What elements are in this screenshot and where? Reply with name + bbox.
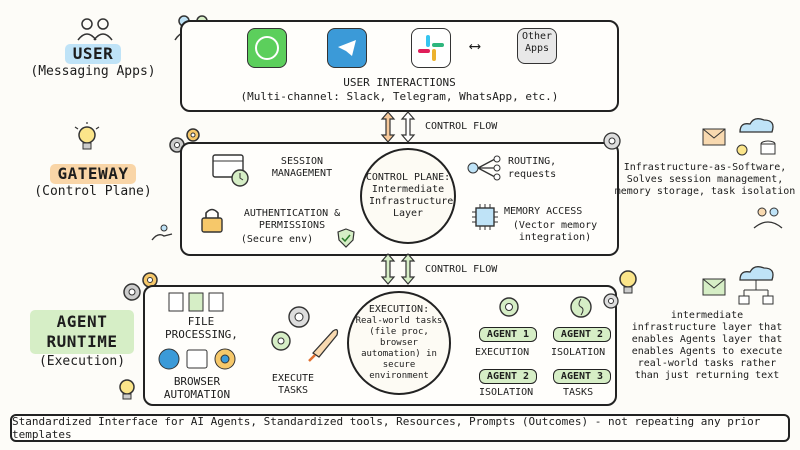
files-icon	[168, 292, 224, 312]
browser-icons	[158, 348, 236, 370]
control-flow-label-bottom: CONTROL FLOW	[425, 264, 498, 275]
runtime-tier-subtitle: (Execution)	[38, 354, 126, 369]
envelope-icon	[702, 278, 726, 296]
file-processing-label: FILE PROCESSING,	[165, 315, 238, 341]
user-interactions-box: ⟷ Other Apps USER INTERACTIONS (Multi-ch…	[180, 20, 619, 112]
memory-access-sublabel: (Vector memory integration)	[512, 220, 598, 243]
chip-icon	[472, 204, 498, 230]
user-tier-title: USER	[64, 44, 122, 64]
lock-icon	[201, 208, 223, 233]
routing-sublabel: requests	[508, 169, 557, 180]
telegram-icon[interactable]	[327, 28, 367, 68]
lightbulb-icon	[619, 270, 637, 294]
gateway-box: SESSION MANAGEMENT AUTHENTICATION & PERM…	[180, 142, 619, 256]
gear-icon	[603, 293, 619, 309]
execution-circle: EXECUTION: Real-world tasks (file proc, …	[347, 291, 451, 395]
browser-automation-label: BROWSER AUTOMATION	[163, 375, 231, 401]
runtime-tier-label: AGENT RUNTIME (Execution)	[22, 310, 142, 370]
other-apps-button[interactable]: Other Apps	[517, 28, 557, 64]
agent-label: AGENT 3	[560, 371, 604, 382]
agent-label: AGENT 1	[486, 329, 530, 340]
gateway-tier-title: GATEWAY	[49, 164, 137, 184]
shield-check-icon	[337, 228, 355, 248]
agent-sublabel: ISOLATION	[479, 387, 534, 398]
control-flow-arrows	[380, 253, 416, 285]
control-plane-title: CONTROL PLANE:	[365, 172, 451, 183]
authentication-sublabel: (Secure env)	[240, 234, 314, 245]
runtime-tier-title: AGENT RUNTIME	[30, 310, 134, 354]
gear-icon	[123, 272, 158, 301]
whatsapp-icon[interactable]	[247, 28, 287, 68]
control-flow-arrows	[380, 111, 416, 143]
user-interactions-subtitle: (Multi-channel: Slack, Telegram, WhatsAp…	[240, 90, 559, 103]
envelope-icon	[702, 128, 726, 146]
cloud-database-icon	[736, 118, 776, 156]
memory-access-label: MEMORY ACCESS	[504, 206, 583, 217]
user-tier-label: USER (Messaging Apps)	[28, 44, 158, 80]
brain-icon	[570, 296, 592, 318]
agent-box-1[interactable]: AGENT 1	[479, 327, 537, 342]
routing-icon	[467, 155, 501, 181]
control-plane-circle: CONTROL PLANE: Intermediate Infrastructu…	[360, 148, 456, 244]
gateway-note: Infrastructure-as-Software, Solves sessi…	[614, 162, 796, 197]
session-management-label: SESSION MANAGEMENT	[271, 156, 333, 179]
handshake-icon	[753, 207, 783, 229]
control-plane-subtitle: Intermediate Infrastructure Layer	[369, 184, 454, 219]
cloud-network-icon	[738, 266, 774, 305]
agent-sublabel: TASKS	[563, 387, 594, 398]
agent-sublabel: ISOLATION	[551, 347, 606, 358]
gear-rocket-icon	[271, 306, 339, 362]
hand-icon	[151, 224, 173, 241]
bidirectional-arrow-icon: ⟷	[470, 36, 480, 55]
agent-box-4[interactable]: AGENT 3	[553, 369, 611, 384]
agent-sublabel: EXECUTION	[475, 347, 530, 358]
agent-runtime-box: FILE PROCESSING, BROWSER AUTOMATION EXEC…	[143, 285, 617, 406]
control-flow-label-top: CONTROL FLOW	[425, 121, 498, 132]
gateway-tier-subtitle: (Control Plane)	[34, 184, 152, 199]
user-interactions-title: USER INTERACTIONS	[343, 76, 456, 89]
gear-icon	[499, 297, 519, 317]
gear-icon	[603, 132, 621, 150]
execution-title: EXECUTION:	[368, 304, 430, 315]
browser-clock-icon	[212, 154, 249, 187]
runtime-note: intermediate infrastructure layer that e…	[631, 310, 783, 381]
execution-subtitle: Real-world tasks (file proc, browser aut…	[355, 316, 443, 381]
routing-label: ROUTING,	[508, 156, 557, 167]
slack-icon[interactable]	[411, 28, 451, 68]
gateway-tier-label: GATEWAY (Control Plane)	[18, 164, 168, 200]
footer-banner: Standardized Interface for AI Agents, St…	[10, 414, 790, 442]
footer-text: Standardized Interface for AI Agents, St…	[12, 415, 761, 441]
execute-tasks-label: EXECUTE TASKS	[271, 373, 315, 396]
lightbulb-icon	[119, 379, 135, 400]
people-icon	[77, 18, 113, 41]
agent-label: AGENT 2	[486, 371, 530, 382]
user-tier-subtitle: (Messaging Apps)	[30, 64, 156, 79]
agent-label: AGENT 2	[560, 329, 604, 340]
agent-box-2[interactable]: AGENT 2	[553, 327, 611, 342]
agent-box-3[interactable]: AGENT 2	[479, 369, 537, 384]
authentication-label: AUTHENTICATION & PERMISSIONS	[243, 208, 341, 231]
lightbulb-icon	[74, 122, 100, 150]
